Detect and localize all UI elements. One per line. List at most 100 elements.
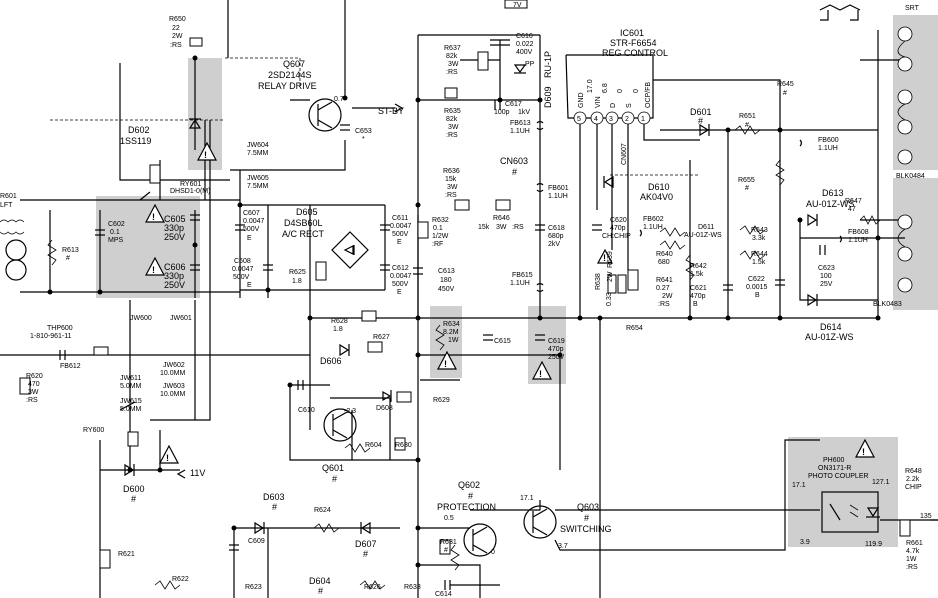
zigzag-resistors xyxy=(47,125,881,590)
label-r661-2: 1W xyxy=(906,556,917,563)
label-r637-2: 3W xyxy=(448,61,459,68)
label-c616-1: 0.022 xyxy=(516,41,534,48)
label-c613-2: 450V xyxy=(438,286,455,293)
label-ph600-2: PHOTO COUPLER xyxy=(808,473,869,480)
label-r637-1: 82k xyxy=(446,53,458,60)
label-st-by: ST-BY xyxy=(378,106,404,116)
label-c621-2: B xyxy=(693,301,698,308)
label-r634-2: 1W xyxy=(448,337,459,344)
label-jw615-0: JW615 xyxy=(120,398,142,405)
label-q603-2: SWITCHING xyxy=(560,524,612,534)
label-r601: R601 xyxy=(0,193,17,200)
label-c602-1: 0.1 xyxy=(110,229,120,236)
label-r645-1: # xyxy=(783,90,787,97)
label-r640-0: R640 xyxy=(656,251,673,258)
label-ic-pin-d: D xyxy=(610,103,617,108)
label-c608-1: 0.0047 xyxy=(232,266,254,273)
label-blk-bot: BLK0483 xyxy=(873,301,902,308)
label-r622: R622 xyxy=(172,576,189,583)
label-d611-1: AU-01Z-WS xyxy=(684,232,722,239)
label-ic-pin-v3: 0 xyxy=(633,89,640,93)
label-r632-3: :RF xyxy=(432,241,443,248)
line-filter-transformer xyxy=(0,219,27,281)
label-c613-1: 180 xyxy=(440,277,452,284)
label-r645-0: R645 xyxy=(777,81,794,88)
label-r654: R654 xyxy=(626,325,643,332)
label-r646-1: 15k xyxy=(478,224,490,231)
label-d609: D609 xyxy=(543,86,553,108)
label-c608-2: 500V xyxy=(233,274,250,281)
shield-lines xyxy=(50,57,700,176)
label-ry600: RY600 xyxy=(83,427,104,434)
label-fb615-0: FB615 xyxy=(512,272,533,279)
label-ic-pin-num-1: 1 xyxy=(641,116,645,123)
label-c653-1: * xyxy=(362,136,365,143)
label-d610-1: AK04V0 xyxy=(640,192,673,202)
label-c614: C614 xyxy=(435,591,452,598)
label-r650-2: 2W xyxy=(172,33,183,40)
label-q602-v1: 0 xyxy=(491,549,495,556)
label-c609: C609 xyxy=(248,538,265,545)
label-ic-pin-num-3: 3 xyxy=(609,116,613,123)
label-d600-0: D600 xyxy=(123,484,145,494)
warning-icon: ! xyxy=(145,203,165,223)
label-r650-0: R650 xyxy=(169,16,186,23)
label-c621-0: C621 xyxy=(690,285,707,292)
label-c602-0: C602 xyxy=(108,221,125,228)
svg-text:!: ! xyxy=(152,265,155,275)
resistor-symbols xyxy=(19,37,911,569)
label-r620-0: R620 xyxy=(26,373,43,380)
label-r635-2: 3W xyxy=(448,124,459,131)
label-r636-1: 15k xyxy=(445,176,457,183)
label-c621-1: 470p xyxy=(690,293,706,300)
label-r635-1: 82k xyxy=(446,116,458,123)
label-c616-3: PP xyxy=(525,61,535,68)
label-fb613-0: FB613 xyxy=(510,120,531,127)
label-ic-pin-ocp: OCP/FB xyxy=(645,82,652,108)
label-ph-v3: 119.9 xyxy=(865,541,882,548)
label-d602-1: 1SS119 xyxy=(120,136,151,146)
label-q607-v: 0.7 xyxy=(334,96,344,103)
svg-text:!: ! xyxy=(603,253,606,263)
label-d604-0: D604 xyxy=(309,576,331,586)
label-r620-3: :RS xyxy=(26,397,38,404)
label-d602-0: D602 xyxy=(128,125,150,135)
label-ic-pin-v1: 6.8 xyxy=(602,83,609,93)
label-c617-0: C617 xyxy=(505,101,522,108)
label-c612-1: 0.0047 xyxy=(390,273,412,280)
label-q603-1: # xyxy=(584,513,589,523)
label-ic601-1: STR-F6654 xyxy=(610,38,657,48)
photo-coupler xyxy=(821,491,880,533)
label-q602-v0: 0.5 xyxy=(444,515,454,522)
label-jw605-0: JW605 xyxy=(247,175,269,182)
label-r626: R626 xyxy=(364,584,381,591)
label-ic-pin-num-2: 2 xyxy=(625,116,629,123)
label-r628-1: 1.8 xyxy=(333,326,343,333)
label-c611-2: 500V xyxy=(392,231,409,238)
label-r647-1: 47 xyxy=(848,206,856,213)
label-c617-2: 1kV xyxy=(518,109,530,116)
label-d604-1: # xyxy=(318,586,323,596)
label-c606-0: C606 xyxy=(164,262,186,272)
label-c607-3: E xyxy=(247,235,252,242)
label-c615: C615 xyxy=(494,338,511,345)
label-fb602-0: FB602 xyxy=(643,216,664,223)
label-c618-1: 680p xyxy=(548,233,564,240)
label-blk-top: BLK0484 xyxy=(896,173,925,180)
label-r646-0: R646 xyxy=(493,215,510,222)
label-r655-0: R655 xyxy=(738,177,755,184)
label-c607-1: 0.0047 xyxy=(243,218,265,225)
label-jw603-1: 10.0MM xyxy=(160,391,185,398)
label-r661-3: :RS xyxy=(906,564,918,571)
label-r642-0: R642 xyxy=(690,263,707,270)
label-r644-1: 1.5k xyxy=(752,259,766,266)
svg-text:!: ! xyxy=(204,150,207,160)
label-cn603-1: # xyxy=(512,167,517,177)
label-d608: D608 xyxy=(376,405,393,412)
label-r632-2: 1/2W xyxy=(432,233,449,240)
safety-area-line-filter xyxy=(96,196,200,298)
label-c623-0: C623 xyxy=(818,265,835,272)
label-r633: R633 xyxy=(404,584,421,591)
label-d614-0: D614 xyxy=(820,322,842,332)
